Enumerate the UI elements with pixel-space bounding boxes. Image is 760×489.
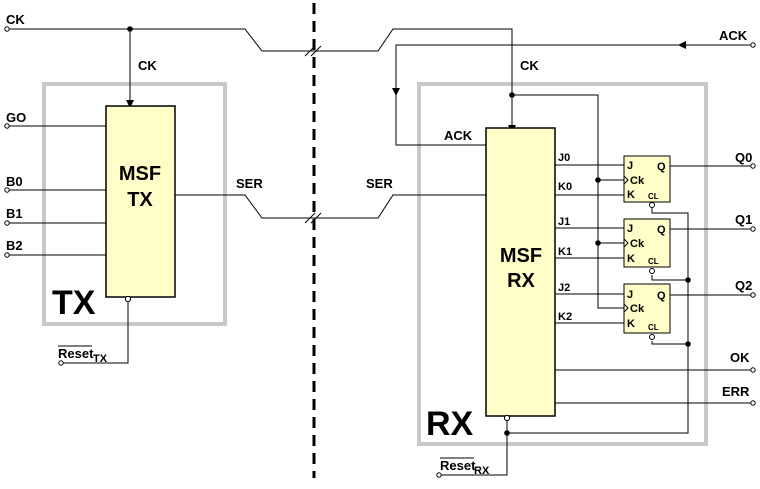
reset-tx-subscript: TX — [93, 353, 108, 365]
ff2-q-label: Q — [657, 290, 666, 302]
signal-go-label: GO — [6, 110, 26, 125]
wire-clear-bus — [507, 208, 689, 434]
ff1-j-label: J — [627, 223, 633, 235]
ck-break-mark-2 — [310, 45, 322, 57]
tx-ck-arrow — [126, 100, 134, 108]
terminal-b2 — [4, 252, 10, 258]
rx-ack-label: ACK — [444, 128, 473, 143]
tx-group-frame — [42, 82, 227, 326]
ack-arrow-down — [392, 88, 400, 96]
ff0-q-label: Q — [657, 161, 666, 173]
ff2-j-label: J — [627, 289, 633, 301]
rx-block-title-line2: RX — [507, 270, 535, 292]
rx-reset-bubble — [503, 414, 511, 422]
ff2-ck-label: Ck — [630, 303, 645, 315]
ff0-j-label: J — [627, 160, 633, 172]
terminal-err — [750, 400, 756, 406]
terminal-b1 — [4, 220, 10, 226]
tx-block-title-line2: TX — [127, 189, 153, 211]
rx-block-title-line1: MSF — [500, 245, 542, 267]
junction-clear-ff2 — [685, 341, 691, 347]
junction-clear-ff1 — [685, 277, 691, 283]
terminal-ck — [4, 26, 10, 32]
reset-rx-label: Reset RX — [440, 457, 490, 477]
signal-err-label: ERR — [722, 384, 750, 399]
signal-ack-label: ACK — [719, 28, 748, 43]
ff0-k-label: K — [627, 189, 635, 201]
ff2-cl-label: CL — [648, 323, 659, 332]
wire-ck-distribution — [512, 94, 624, 309]
rx-pin-j2: J2 — [558, 282, 570, 294]
signal-q1-label: Q1 — [735, 212, 752, 227]
rx-pin-k2: K2 — [558, 311, 572, 323]
rx-ck-label: CK — [520, 58, 539, 73]
tx-reset-bubble — [124, 295, 132, 303]
msf-tx-block — [105, 105, 176, 298]
msf-rx-block — [485, 127, 556, 417]
terminal-q1 — [750, 226, 756, 232]
wire-reset-rx — [440, 420, 508, 476]
ff1-k-label: K — [627, 253, 635, 265]
tx-block-title-line1: MSF — [119, 163, 161, 185]
ff0-cl-label: CL — [648, 192, 659, 201]
wire-ser — [175, 194, 486, 219]
terminal-b0 — [4, 187, 10, 193]
terminal-reset-rx — [436, 472, 442, 478]
reset-tx-text: Reset — [58, 346, 94, 361]
rx-pin-k0: K0 — [558, 181, 572, 193]
ff0-ck-label: Ck — [630, 175, 645, 187]
ack-arrow-right — [678, 41, 686, 49]
junction-ck-ff0 — [595, 177, 601, 183]
rx-ser-label: SER — [366, 176, 393, 191]
junction-ck-ff1 — [595, 240, 601, 246]
ff1-cl-label: CL — [648, 257, 659, 266]
junction-ck-tx — [127, 26, 133, 32]
wire-ck — [8, 28, 513, 131]
wire-reset-tx — [62, 301, 129, 364]
ck-break-mark-1 — [304, 45, 316, 57]
ser-break-mark-1 — [304, 212, 316, 224]
signal-q0-label: Q0 — [735, 150, 752, 165]
tx-group-label: TX — [52, 284, 96, 322]
rx-group-label: RX — [426, 405, 474, 443]
signal-ok-label: OK — [730, 350, 750, 365]
jk-flipflop-0: J Ck K Q CL — [623, 155, 671, 208]
reset-tx-label: Reset TX — [58, 345, 108, 365]
ser-break-mark-2 — [310, 212, 322, 224]
terminal-q0 — [750, 163, 756, 169]
wire-clear-ff1 — [651, 275, 688, 281]
rx-pin-j1: J1 — [558, 216, 570, 228]
ff2-k-label: K — [627, 318, 635, 330]
terminal-ok — [750, 367, 756, 373]
terminal-reset-tx — [58, 360, 64, 366]
rx-pin-j0: J0 — [558, 152, 570, 164]
jk-flipflop-2: J Ck K Q CL — [623, 283, 671, 340]
rx-pin-k1: K1 — [558, 246, 572, 258]
signal-q2-label: Q2 — [735, 278, 752, 293]
signal-b0-label: B0 — [6, 174, 23, 189]
reset-rx-subscript: RX — [474, 465, 490, 477]
signal-b1-label: B1 — [6, 206, 23, 221]
ff1-q-label: Q — [657, 224, 666, 236]
jk-flipflop-1: J Ck K Q CL — [623, 218, 671, 274]
terminal-q2 — [750, 292, 756, 298]
terminal-go — [4, 123, 10, 129]
reset-rx-text: Reset — [440, 458, 476, 473]
signal-b2-label: B2 — [6, 238, 23, 253]
tx-ck-label: CK — [138, 58, 157, 73]
rx-group-frame — [417, 82, 708, 446]
wire-clear-ff2 — [651, 341, 688, 345]
tx-ser-label: SER — [236, 176, 263, 191]
ff1-ck-label: Ck — [630, 238, 645, 250]
terminal-ack — [750, 42, 756, 48]
signal-ck-label: CK — [6, 12, 25, 27]
